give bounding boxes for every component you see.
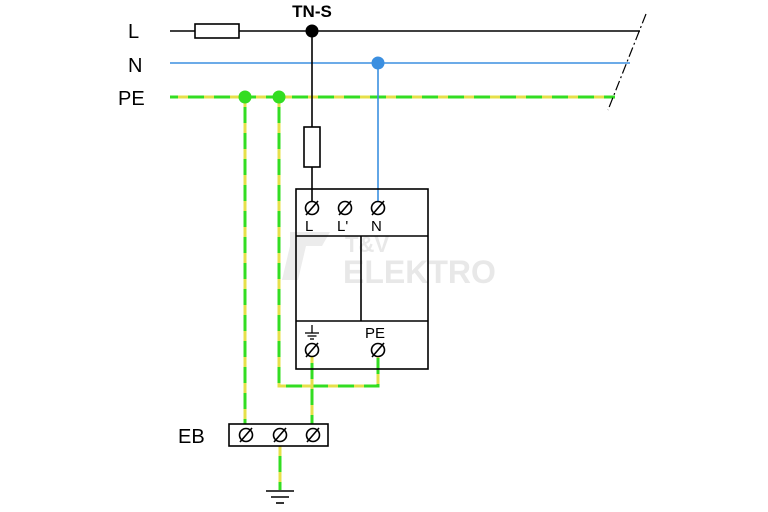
- bus-label: EB: [178, 426, 205, 448]
- terminal-l-prime-label: L': [337, 218, 348, 235]
- phase-branch: [303, 31, 321, 201]
- ground-icon: [266, 490, 294, 504]
- bus-terminal-2-screw-icon: [272, 427, 288, 443]
- terminal-l-label: L: [305, 218, 313, 235]
- terminal-l-prime-screw-icon: [337, 200, 353, 216]
- break-marker: [607, 13, 647, 111]
- junction-n: [371, 56, 385, 70]
- junction-pe-right: [272, 90, 286, 104]
- terminal-n-label: N: [371, 218, 382, 235]
- watermark-line2: ELEKTRO: [343, 254, 496, 290]
- junction-l: [305, 24, 319, 38]
- watermark: T&V ELEKTRO: [282, 232, 496, 290]
- terminal-n-screw-icon: [370, 200, 386, 216]
- bus-terminal-1-screw-icon: [238, 427, 254, 443]
- system-title: TN-S: [292, 2, 332, 21]
- spd-fuse: [303, 126, 321, 168]
- junction-pe-left: [238, 90, 252, 104]
- watermark-logo-icon: [282, 232, 330, 280]
- line-l: [170, 23, 640, 39]
- line-l-label: L: [128, 21, 139, 43]
- earth-symbol-icon: [305, 325, 319, 340]
- main-fuse: [194, 23, 240, 39]
- line-pe-label: PE: [118, 88, 145, 110]
- terminal-l-screw-icon: [304, 200, 320, 216]
- terminal-ground-screw-icon: [304, 342, 320, 358]
- terminal-pe-label: PE: [365, 325, 385, 342]
- bus-terminal-3-screw-icon: [305, 427, 321, 443]
- line-n-label: N: [128, 55, 142, 77]
- surge-protective-device: [295, 188, 429, 370]
- terminal-pe-screw-icon: [370, 342, 386, 358]
